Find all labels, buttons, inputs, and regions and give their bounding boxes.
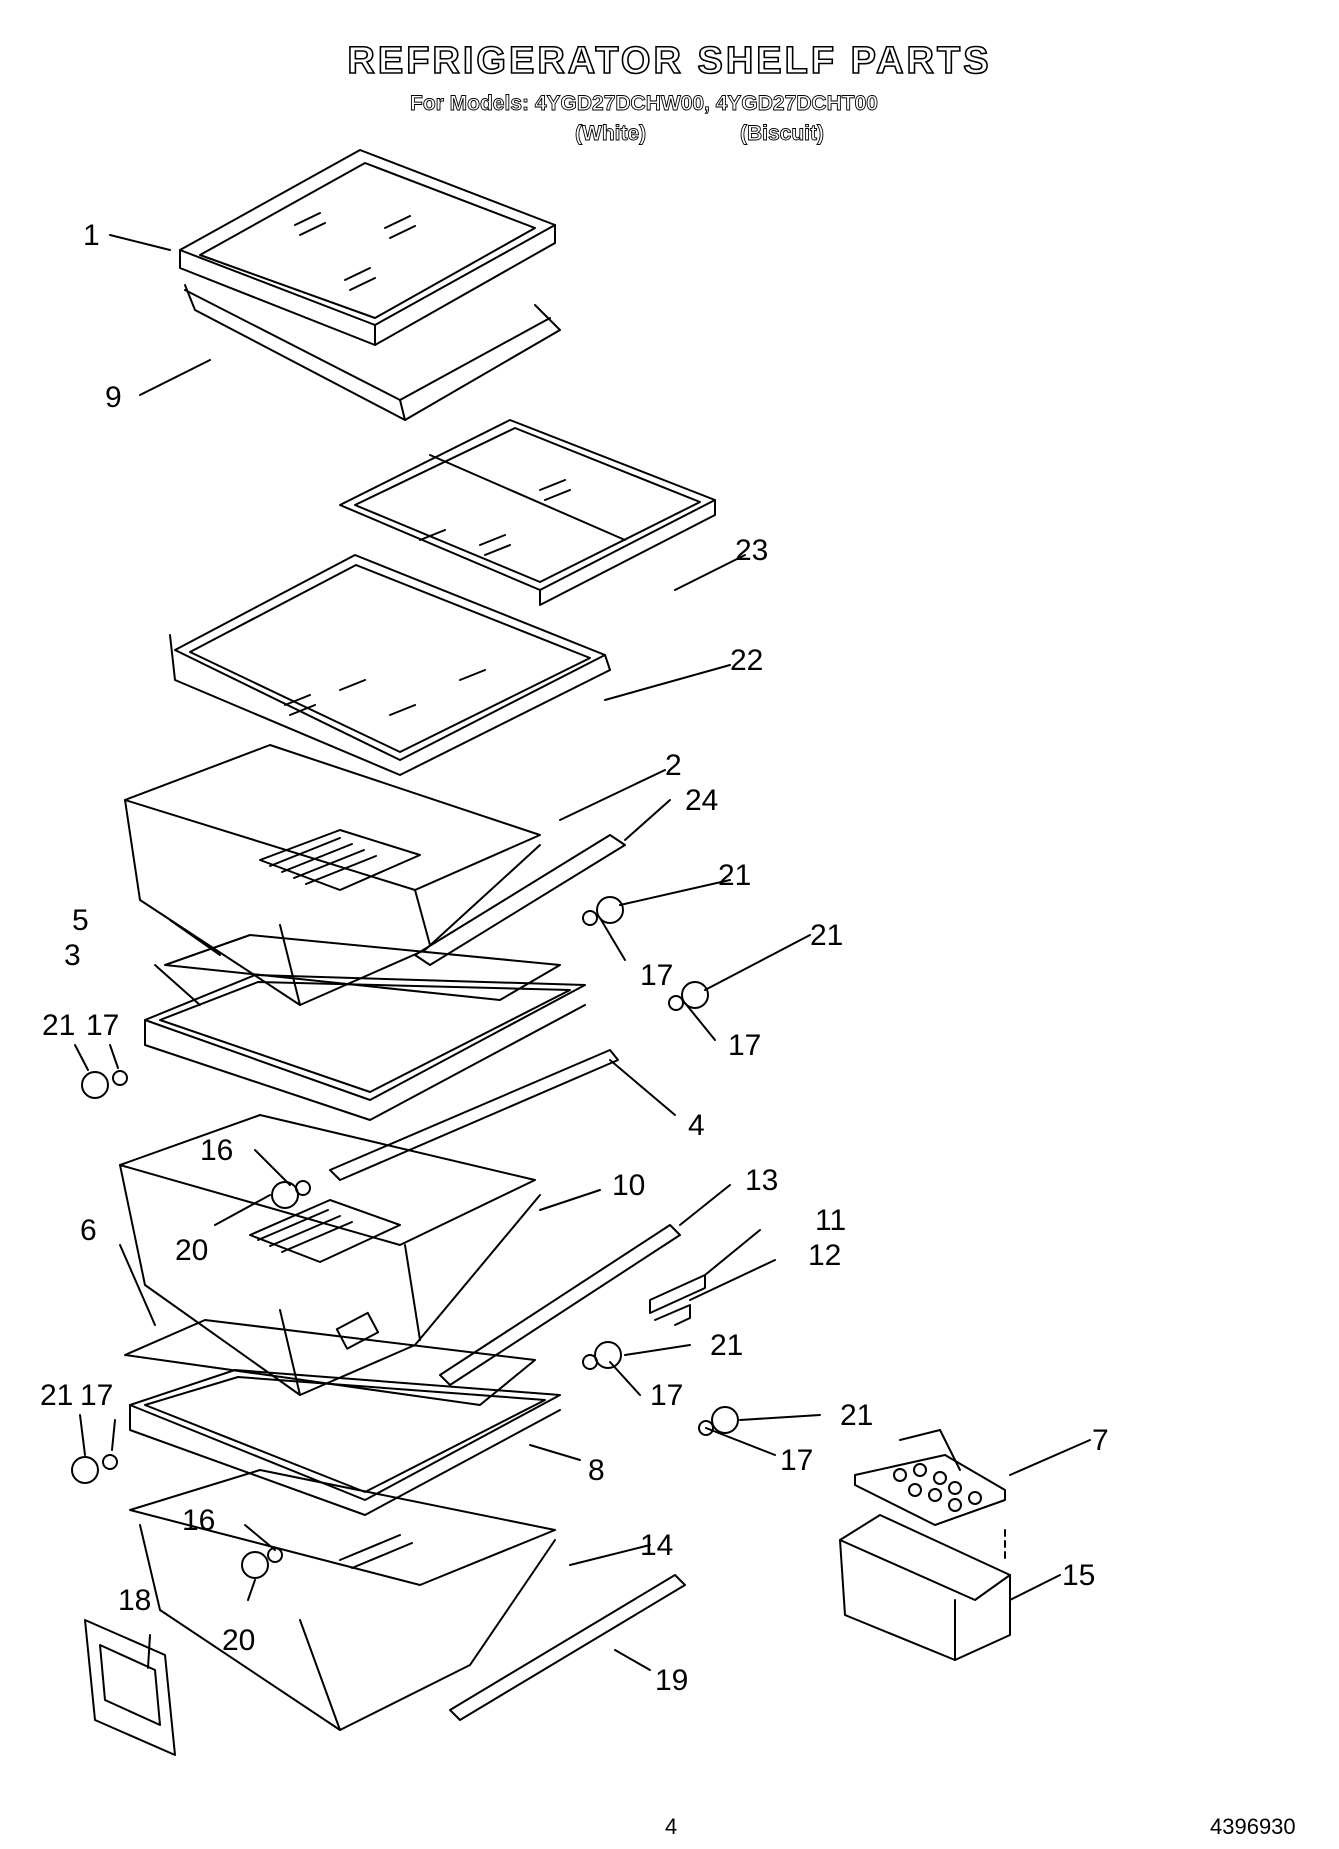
callout-17: 17 xyxy=(80,1379,113,1412)
callout-17: 17 xyxy=(728,1029,761,1062)
diagram-title: REFRIGERATOR SHELF PARTS xyxy=(347,39,992,83)
part-7-egg-tray xyxy=(854,1429,1006,1526)
callout-11: 11 xyxy=(815,1204,846,1237)
callout-17: 17 xyxy=(640,959,673,992)
callout-17: 17 xyxy=(86,1009,119,1042)
callout-17: 17 xyxy=(780,1444,813,1477)
part-4-rail xyxy=(329,1049,619,1181)
callout-5: 5 xyxy=(72,904,89,937)
variant-white: (White) xyxy=(575,122,647,146)
callout-2: 2 xyxy=(665,749,682,782)
callout-21: 21 xyxy=(840,1399,873,1432)
callout-14: 14 xyxy=(640,1529,673,1562)
leader-arrows xyxy=(74,234,1091,1671)
part-24-drawer-trim xyxy=(414,834,626,966)
part-12-roller xyxy=(654,1304,691,1326)
callout-labels: 1 9 23 22 2 24 21 5 3 21 17 17 21 17 4 1… xyxy=(40,219,1109,1697)
part-2-crisper-drawer xyxy=(124,744,541,1006)
part-8-drawer-frame xyxy=(129,1369,561,1516)
callout-21: 21 xyxy=(42,1009,75,1042)
callout-20: 20 xyxy=(222,1624,255,1657)
part-6-divider-glass xyxy=(124,1319,536,1406)
callout-21: 21 xyxy=(718,859,751,892)
callout-3: 3 xyxy=(64,939,81,972)
callout-23: 23 xyxy=(735,534,768,567)
page-number: 4 xyxy=(665,1814,678,1839)
part-15-bin xyxy=(839,1514,1011,1661)
callout-4: 4 xyxy=(688,1109,705,1142)
document-number: 4396930 xyxy=(1210,1814,1296,1839)
part-23-cover-glass xyxy=(339,419,716,606)
part-5-divider-glass xyxy=(164,934,561,1001)
part-13-drawer-trim xyxy=(439,1224,681,1386)
part-1-glass-shelf xyxy=(179,149,556,346)
callout-19: 19 xyxy=(655,1664,688,1697)
callout-22: 22 xyxy=(730,644,763,677)
callout-21: 21 xyxy=(710,1329,743,1362)
callout-12: 12 xyxy=(808,1239,841,1272)
part-18-label-plate xyxy=(84,1619,176,1756)
callout-7: 7 xyxy=(1092,1424,1109,1457)
callout-16: 16 xyxy=(200,1134,233,1167)
callout-24: 24 xyxy=(685,784,718,817)
callout-8: 8 xyxy=(588,1454,605,1487)
part-14-bottom-drawer xyxy=(129,1469,556,1731)
callout-17: 17 xyxy=(650,1379,683,1412)
part-9-shelf-frame xyxy=(184,284,561,421)
callout-20: 20 xyxy=(175,1234,208,1267)
part-19-drawer-trim xyxy=(449,1574,686,1721)
models-line: For Models: 4YGD27DCHW00, 4YGD27DCHT00 xyxy=(410,92,879,116)
callout-13: 13 xyxy=(745,1164,778,1197)
part-22-cover-frame xyxy=(169,554,611,776)
variant-biscuit: (Biscuit) xyxy=(740,122,825,146)
callout-21: 21 xyxy=(40,1379,73,1412)
callout-10: 10 xyxy=(612,1169,645,1202)
callout-6: 6 xyxy=(80,1214,97,1247)
callout-15: 15 xyxy=(1062,1559,1095,1592)
callout-16: 16 xyxy=(182,1504,215,1537)
callout-1: 1 xyxy=(83,219,100,252)
part-11-roller xyxy=(649,1274,706,1314)
callout-9: 9 xyxy=(105,381,122,414)
part-3-drawer-frame xyxy=(144,974,586,1121)
fasteners xyxy=(71,896,739,1579)
callout-21: 21 xyxy=(810,919,843,952)
callout-18: 18 xyxy=(118,1584,151,1617)
